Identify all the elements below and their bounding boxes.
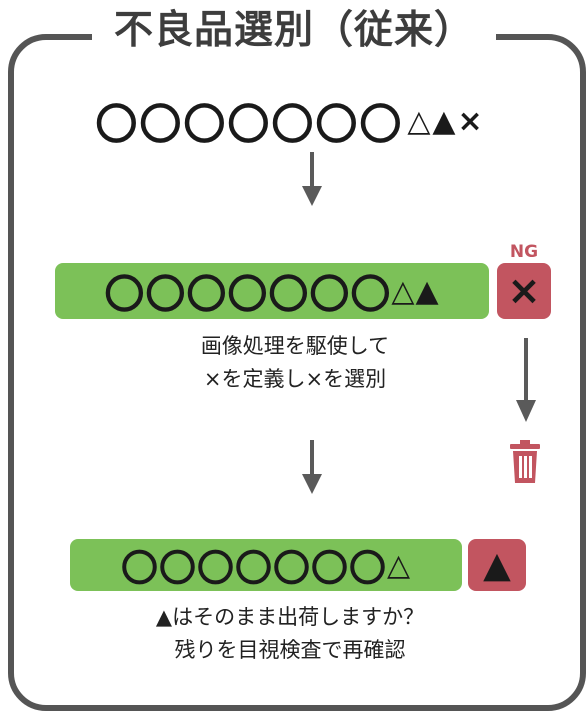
ok-marks: 〇〇〇〇〇〇〇 — [95, 99, 404, 149]
ok-marks: 〇〇〇〇〇〇〇 — [120, 547, 387, 590]
inspection-caption: ▲はそのまま出荷しますか？ 残りを目視検査で再確認 — [90, 601, 490, 667]
caption-line: ▲はそのまま出荷しますか？ — [155, 605, 425, 629]
defect-marks: △▲ — [391, 273, 440, 309]
all-products-row: 〇〇〇〇〇〇〇 △▲× — [55, 93, 525, 149]
caption-line: 残りを目視検査で再確認 — [174, 638, 406, 662]
shipped-products-bar: 〇〇〇〇〇〇〇 △ — [70, 539, 462, 591]
diagram-title: 不良品選別（従来） — [92, 2, 496, 60]
remaining-defect-badge: ▲ — [468, 539, 526, 591]
ok-marks: 〇〇〇〇〇〇〇 — [104, 272, 392, 318]
rejected-x-badge: × — [497, 263, 551, 319]
caption-line: ×を定義し×を選別 — [203, 367, 387, 391]
arrow-down-icon — [302, 440, 322, 494]
image-processing-caption: 画像処理を駆使して ×を定義し×を選別 — [120, 330, 470, 396]
arrow-down-icon — [302, 152, 322, 206]
caption-line: 画像処理を駆使して — [200, 334, 390, 358]
defect-marks: △▲× — [407, 103, 485, 139]
trash-icon — [510, 440, 540, 483]
defect-marks: △ — [386, 547, 412, 583]
sorted-products-bar: 〇〇〇〇〇〇〇 △▲ — [55, 263, 489, 319]
ng-label: NG — [509, 242, 539, 262]
arrow-down-icon — [516, 338, 536, 422]
